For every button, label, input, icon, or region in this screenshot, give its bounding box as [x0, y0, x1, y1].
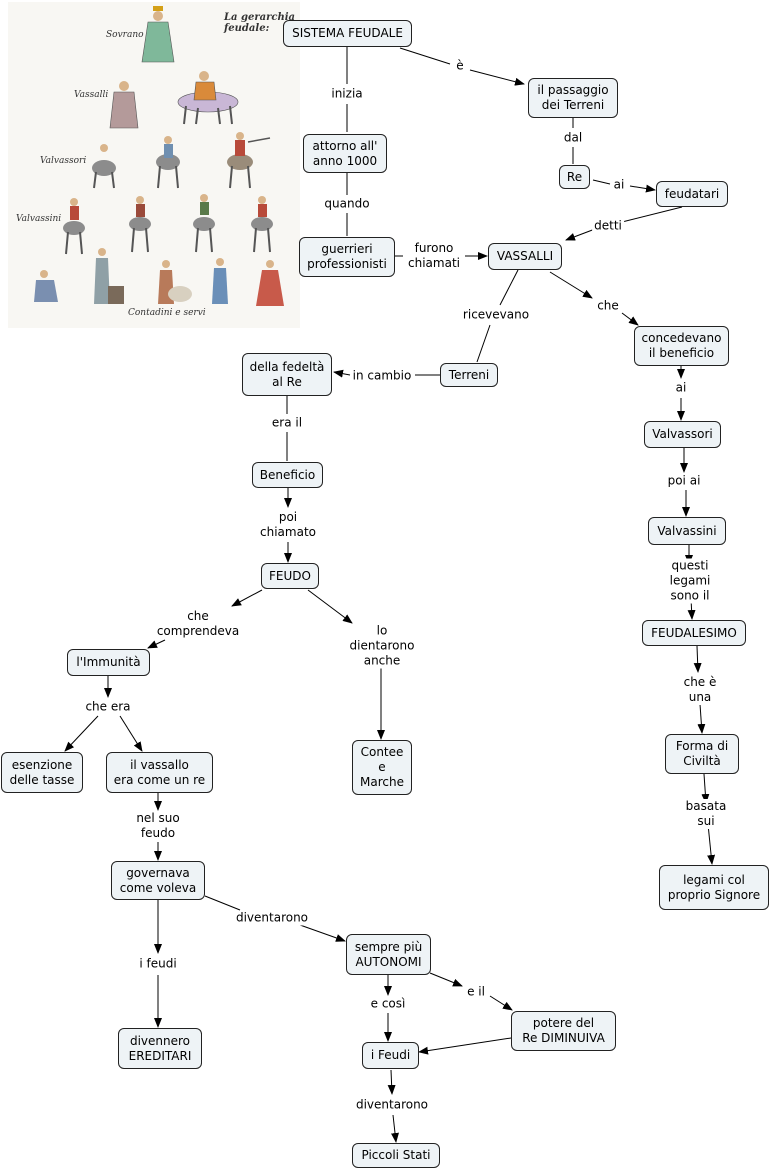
link-label-questi-legami: questi legami sono il [649, 558, 731, 604]
concept-terreni[interactable]: Terreni [440, 363, 498, 387]
feudal-hierarchy-illustration: La gerarchia feudale: Sovrano Vassalli V… [8, 2, 300, 328]
concept-re[interactable]: Re [559, 165, 590, 189]
concept-vassallo-re[interactable]: il vassallo era come un re [106, 752, 213, 793]
vassal-figures [109, 71, 239, 129]
link-label-diventarono: diventarono [233, 910, 311, 926]
concept-valvassori[interactable]: Valvassori [644, 421, 721, 448]
concept-anno-1000[interactable]: attorno all' anno 1000 [303, 134, 387, 173]
concept-feudatari[interactable]: feudatari [656, 181, 728, 207]
concept-valvassini[interactable]: Valvassini [648, 517, 726, 545]
link-label-era-il: era il [269, 415, 305, 431]
link-label-ai-2: ai [673, 380, 689, 396]
link-label-che-era: che era [83, 699, 133, 715]
hierarchy-figures [34, 6, 284, 306]
concept-governava[interactable]: governava come voleva [111, 861, 205, 900]
concept-sistema-feudale[interactable]: SISTEMA FEUDALE [283, 20, 412, 47]
concept-guerrieri-professionisti[interactable]: guerrieri professionisti [299, 237, 395, 277]
concept-legami-signore[interactable]: legami col proprio Signore [659, 865, 769, 910]
link-label-e: è [454, 58, 466, 74]
link-label-e-il: e il [465, 984, 487, 1000]
concept-i-feudi[interactable]: i Feudi [362, 1042, 419, 1069]
concept-ereditari[interactable]: divennero EREDITARI [118, 1028, 202, 1069]
link-label-poi-ai: poi ai [665, 473, 703, 489]
concept-vassalli[interactable]: VASSALLI [488, 243, 562, 270]
concept-contee-marche[interactable]: Contee e Marche [352, 740, 412, 795]
concept-concedevano-beneficio[interactable]: concedevano il beneficio [634, 326, 729, 366]
sovereign-figure [141, 6, 175, 63]
link-label-ai: ai [611, 177, 627, 193]
link-label-in-cambio: in cambio [350, 368, 414, 384]
link-label-che-comprendeva: che comprendeva [154, 609, 242, 639]
concept-feudalesimo[interactable]: FEUDALESIMO [642, 620, 746, 646]
link-label-quando: quando [322, 196, 372, 212]
link-label-inizia: inizia [329, 86, 365, 102]
concept-passaggio-terreni[interactable]: il passaggio dei Terreni [528, 78, 618, 118]
concept-feudo[interactable]: FEUDO [261, 563, 319, 589]
link-label-diventarono-2: diventarono [353, 1097, 431, 1113]
link-label-che-e-una: che è una [681, 675, 719, 705]
concept-forma-civilta[interactable]: Forma di Civiltà [665, 734, 739, 774]
concept-piccoli-stati[interactable]: Piccoli Stati [352, 1143, 440, 1168]
rank-label-vassalli: Vassalli [74, 90, 109, 100]
link-label-e-cosi: e così [368, 996, 408, 1012]
rank-label-contadini: Contadini e servi [128, 308, 206, 318]
valvassini-figures [63, 194, 273, 255]
illustration-title: La gerarchia feudale: [224, 12, 296, 34]
concept-beneficio[interactable]: Beneficio [252, 462, 323, 488]
rank-label-valvassini: Valvassini [16, 214, 62, 224]
concept-immunita[interactable]: l'Immunità [67, 649, 150, 676]
concept-fedelta-re[interactable]: della fedeltà al Re [242, 353, 332, 396]
peasant-figures [34, 248, 284, 306]
link-label-nel-suo-feudo: nel suo feudo [134, 811, 182, 841]
concept-esenzione-tasse[interactable]: esenzione delle tasse [1, 752, 83, 793]
link-label-dal: dal [561, 130, 585, 146]
link-label-i-feudi: i feudi [137, 956, 179, 972]
link-label-che: che [595, 298, 621, 314]
link-label-furono-chiamati: furono chiamati [406, 241, 462, 271]
rank-label-sovrano: Sovrano [106, 30, 144, 40]
link-label-detti: detti [592, 218, 624, 234]
link-label-poi-chiamato: poi chiamato [258, 510, 318, 540]
link-label-lo-dientarono-anche: lo dientarono anche [347, 623, 417, 669]
link-label-ricevevano: ricevevano [460, 307, 532, 323]
concept-potere-re[interactable]: potere del Re DIMINUIVA [511, 1011, 616, 1051]
rank-label-valvassori: Valvassori [40, 156, 87, 166]
concept-autonomi[interactable]: sempre più AUTONOMI [346, 934, 431, 975]
link-label-basata-sui: basata sui [673, 799, 739, 829]
valvassori-figures [92, 132, 271, 189]
